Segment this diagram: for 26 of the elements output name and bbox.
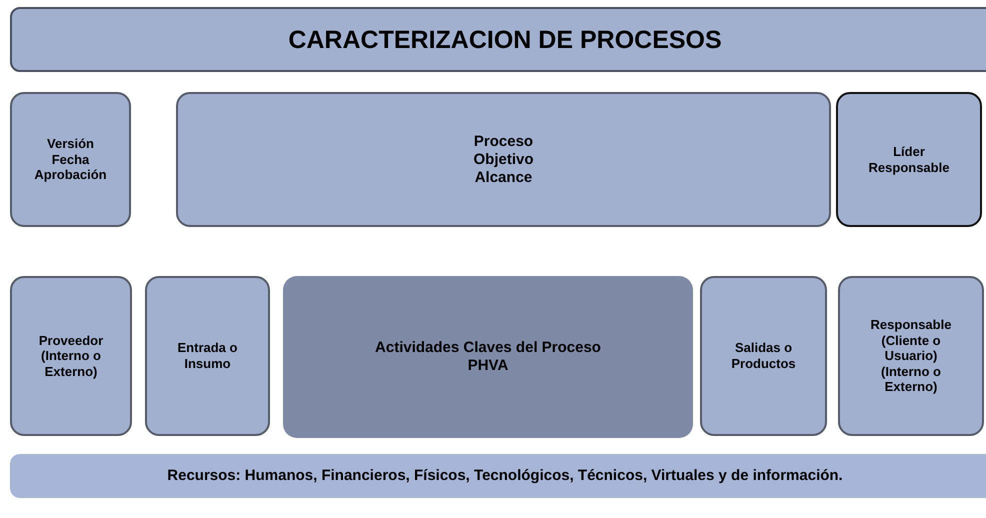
box-label: Proceso (474, 132, 534, 150)
box-label: Versión (47, 136, 94, 152)
box-label: Responsable (868, 160, 950, 176)
box-label: Proveedor (Interno o Externo) (38, 332, 104, 380)
info-box (10, 92, 131, 227)
box-label: Alcance (474, 168, 532, 186)
box-label: Entrada o Insumo (178, 340, 238, 372)
resources-bar (10, 454, 986, 498)
box-label: Actividades Claves del Proceso (375, 339, 601, 357)
box-label: Responsable (Cliente o Usuario) (Interno o Externo) (870, 317, 952, 395)
process-box (283, 276, 693, 438)
process-box (10, 276, 132, 436)
info-box (836, 92, 982, 227)
box-label: Aprobación (34, 167, 107, 183)
title-box (10, 7, 986, 72)
info-box (176, 92, 831, 227)
title-text: CARACTERIZACION DE PROCESOS (288, 24, 722, 54)
box-label: PHVA (468, 357, 508, 375)
box-label: Fecha (52, 152, 90, 168)
box-label: Salidas o Productos (730, 340, 797, 372)
process-box (145, 276, 270, 436)
box-label: Recursos: Humanos, Financieros, Físicos, Tecnológicos, Técnicos, Virtuales y de información. (167, 467, 843, 485)
process-box (700, 276, 827, 436)
box-label: Líder (893, 144, 925, 160)
process-box (838, 276, 984, 436)
box-label: Objetivo (473, 150, 534, 168)
